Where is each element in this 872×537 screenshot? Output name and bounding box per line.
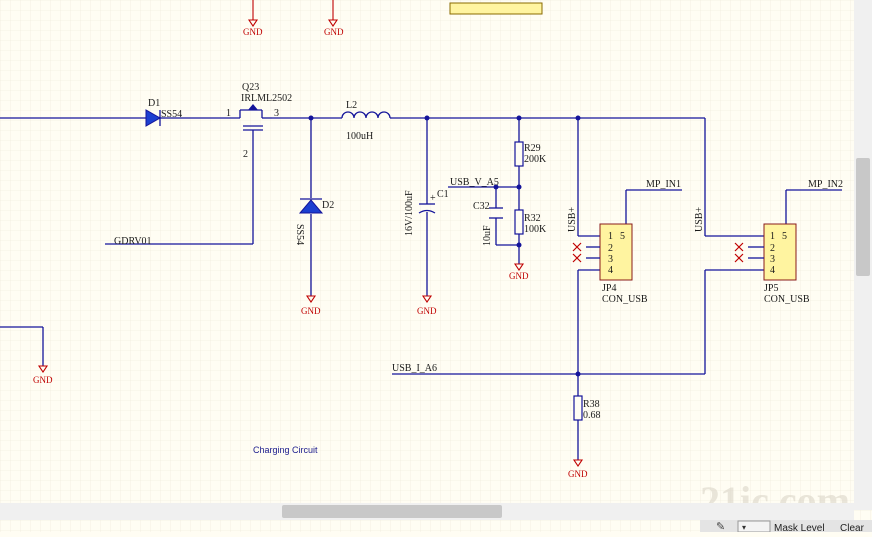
jp4-ref-label: JP4 — [602, 283, 616, 294]
d2-value-label: SS54 — [294, 224, 305, 245]
chevron-down-icon: ▾ — [742, 523, 746, 532]
resistor-r38[interactable]: R38 0.68 — [573, 395, 601, 421]
jp5-pin2: 2 — [770, 243, 775, 254]
connector-jp5[interactable]: 1 2 3 4 5 JP5 CON_USB — [734, 223, 810, 305]
connector-jp4[interactable]: 1 2 3 4 5 JP4 CON_USB — [572, 223, 648, 305]
jp5-pin4: 4 — [770, 265, 775, 276]
jp5-pin5: 5 — [782, 231, 787, 242]
net-mp-in1: MP_IN1 — [646, 179, 681, 190]
vertical-scroll-thumb[interactable] — [856, 158, 870, 276]
net-usb-i-a6: USB_I_A6 — [392, 363, 437, 374]
jp4-pin2: 2 — [608, 243, 613, 254]
q23-ref-label: Q23 — [242, 82, 259, 93]
mosfet-q23[interactable]: Q23 IRLML2502 1 2 3 — [218, 82, 292, 160]
usb-plus-label-jp4: USB+ — [567, 207, 578, 232]
svg-text:GND: GND — [417, 306, 437, 316]
jp4-pin5: 5 — [620, 231, 625, 242]
charging-circuit-note: Charging Circuit — [253, 445, 318, 455]
jp5-ref-label: JP5 — [764, 283, 778, 294]
capacitor-c32[interactable]: C32 10uF — [473, 201, 503, 246]
jp5-value-label: CON_USB — [764, 294, 810, 305]
r38-value-label: 0.68 — [583, 410, 601, 421]
resistor-r32[interactable]: R32 100K — [514, 209, 547, 235]
jp4-pin3: 3 — [608, 254, 613, 265]
d1-ref-label: D1 — [148, 98, 160, 109]
pencil-icon[interactable]: ✎ — [716, 521, 725, 533]
gnd-label: GND — [324, 27, 344, 37]
r29-ref-label: R29 — [524, 143, 541, 154]
r32-ref-label: R32 — [524, 213, 541, 224]
usb-plus-label-jp5: USB+ — [694, 207, 705, 232]
svg-text:GND: GND — [509, 271, 529, 281]
gnd-symbol-r32: GND — [509, 263, 529, 281]
mask-level-button[interactable]: Mask Level — [774, 523, 825, 534]
jp5-pin3: 3 — [770, 254, 775, 265]
svg-text:+: + — [430, 193, 436, 204]
r32-value-label: 100K — [524, 224, 547, 235]
gnd-symbol-r38: GND — [568, 459, 588, 479]
gnd-label: GND — [243, 27, 263, 37]
net-usb-v-a5: USB_V_A5 — [450, 177, 499, 188]
jp5-pin1: 1 — [770, 231, 775, 242]
gnd-symbol-left: GND — [33, 365, 53, 385]
diode-d2[interactable]: D2 SS54 — [294, 198, 334, 245]
no-connect-mark — [572, 242, 582, 263]
net-mp-in2: MP_IN2 — [808, 179, 843, 190]
status-bar: ✎ ▾ Mask Level Clear — [700, 520, 872, 534]
horizontal-scroll-thumb[interactable] — [282, 505, 502, 518]
horizontal-scrollbar[interactable] — [0, 503, 854, 520]
svg-text:GND: GND — [33, 375, 53, 385]
gnd-symbol-top-2: GND — [324, 0, 344, 37]
diode-d1[interactable]: D1 SS54 — [128, 98, 182, 127]
d2-ref-label: D2 — [322, 200, 334, 211]
no-connect-mark — [734, 242, 744, 263]
svg-text:GND: GND — [568, 469, 588, 479]
q23-pin2: 2 — [243, 149, 248, 160]
l2-value-label: 100uH — [346, 131, 373, 142]
resistor-r29[interactable]: R29 200K — [514, 141, 547, 167]
d1-value-label: SS54 — [161, 109, 182, 120]
wires — [0, 117, 842, 460]
c1-ref-label: C1 — [437, 189, 449, 200]
c1-value-label: 16V/100uF — [404, 190, 415, 236]
clear-button[interactable]: Clear — [840, 523, 865, 534]
jp4-value-label: CON_USB — [602, 294, 648, 305]
c32-ref-label: C32 — [473, 201, 490, 212]
jp4-pin4: 4 — [608, 265, 613, 276]
capacitor-c1[interactable]: + C1 16V/100uF — [404, 189, 449, 236]
q23-pin3: 3 — [274, 108, 279, 119]
net-gdrv01: GDRV01 — [114, 236, 152, 247]
junctions — [308, 115, 581, 377]
jp4-pin1: 1 — [608, 231, 613, 242]
gnd-symbol-c1: GND — [417, 295, 437, 316]
l2-ref-label: L2 — [346, 100, 357, 111]
vertical-scrollbar[interactable] — [854, 0, 872, 510]
gnd-symbol-d2: GND — [301, 295, 321, 316]
q23-value-label: IRLML2502 — [241, 93, 292, 104]
svg-text:GND: GND — [301, 306, 321, 316]
r38-ref-label: R38 — [583, 399, 600, 410]
q23-pin1: 1 — [226, 108, 231, 119]
c32-value-label: 10uF — [482, 225, 493, 246]
inductor-l2[interactable]: L2 100uH — [341, 100, 392, 142]
r29-value-label: 200K — [524, 154, 547, 165]
gnd-symbol-top-1: GND — [243, 0, 263, 37]
offscreen-component-box — [449, 2, 543, 15]
